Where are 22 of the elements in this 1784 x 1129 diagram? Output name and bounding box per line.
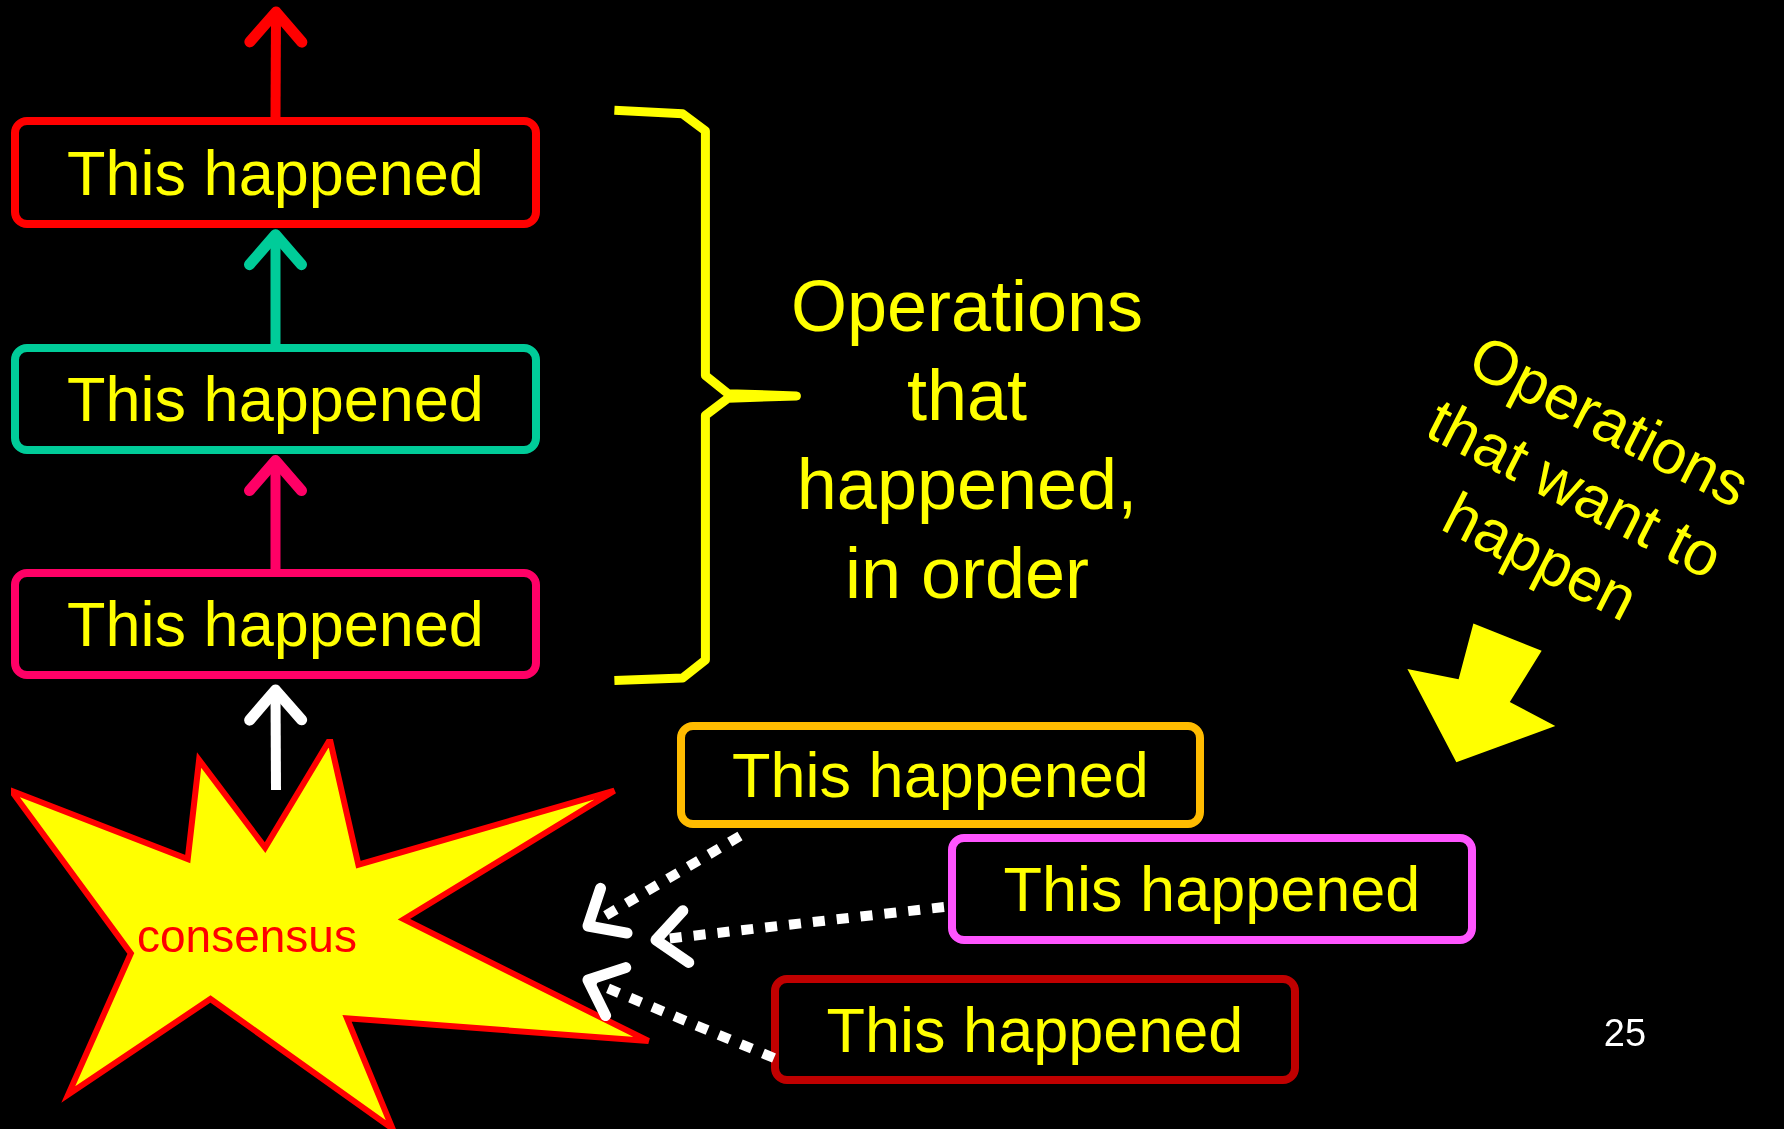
node-label: This happened [67, 588, 484, 660]
event-box [948, 834, 1476, 944]
event-box [11, 569, 540, 679]
node-label: This happened [67, 363, 484, 435]
node-label: This happened [67, 136, 484, 209]
node-label: This happened [732, 739, 1149, 811]
arrow [244, 229, 307, 344]
node-label: consensus [137, 909, 357, 963]
node-label: This happened [826, 993, 1244, 1066]
dotted-arrow [582, 831, 743, 939]
event-box [11, 344, 540, 454]
bracket-label: Operations that happened, in order [789, 265, 1145, 615]
event-box [11, 117, 540, 228]
dotted-arrow [650, 902, 945, 968]
node-label: This happened [1003, 853, 1421, 925]
arrow [244, 684, 308, 790]
dotted-arrow [582, 962, 776, 1063]
event-box [771, 975, 1299, 1084]
event-box [677, 722, 1204, 828]
arrow [244, 6, 308, 117]
page-number: 25 [1602, 1011, 1648, 1056]
arrow [244, 455, 307, 569]
